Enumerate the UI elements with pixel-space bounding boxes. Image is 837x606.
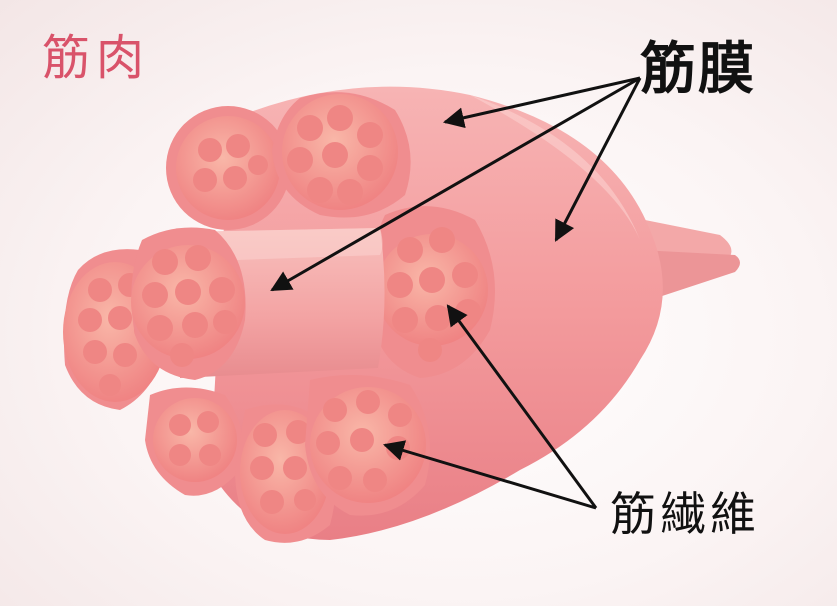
muscle-title: 筋肉: [42, 30, 151, 86]
fascia-arrow-top: [442, 76, 641, 129]
muscle-fiber-label: 筋繊維: [610, 487, 760, 541]
fascia-arrow-middle: [270, 76, 641, 292]
fiber-bundle-top-left: [166, 106, 290, 230]
protruding-fiber-bundle: [131, 227, 385, 380]
fiber-bundle-top-right: [272, 92, 411, 218]
muscle-fiber-arrows: [382, 304, 598, 510]
fiber-arrow-lower: [382, 440, 597, 510]
fascia-arrows: [270, 76, 642, 292]
fiber-bundle-bottom-left: [145, 387, 243, 496]
fascia-arrow-right: [554, 77, 642, 242]
fascia-label: 筋膜: [640, 37, 756, 102]
fiber-arrow-upper: [446, 304, 598, 509]
